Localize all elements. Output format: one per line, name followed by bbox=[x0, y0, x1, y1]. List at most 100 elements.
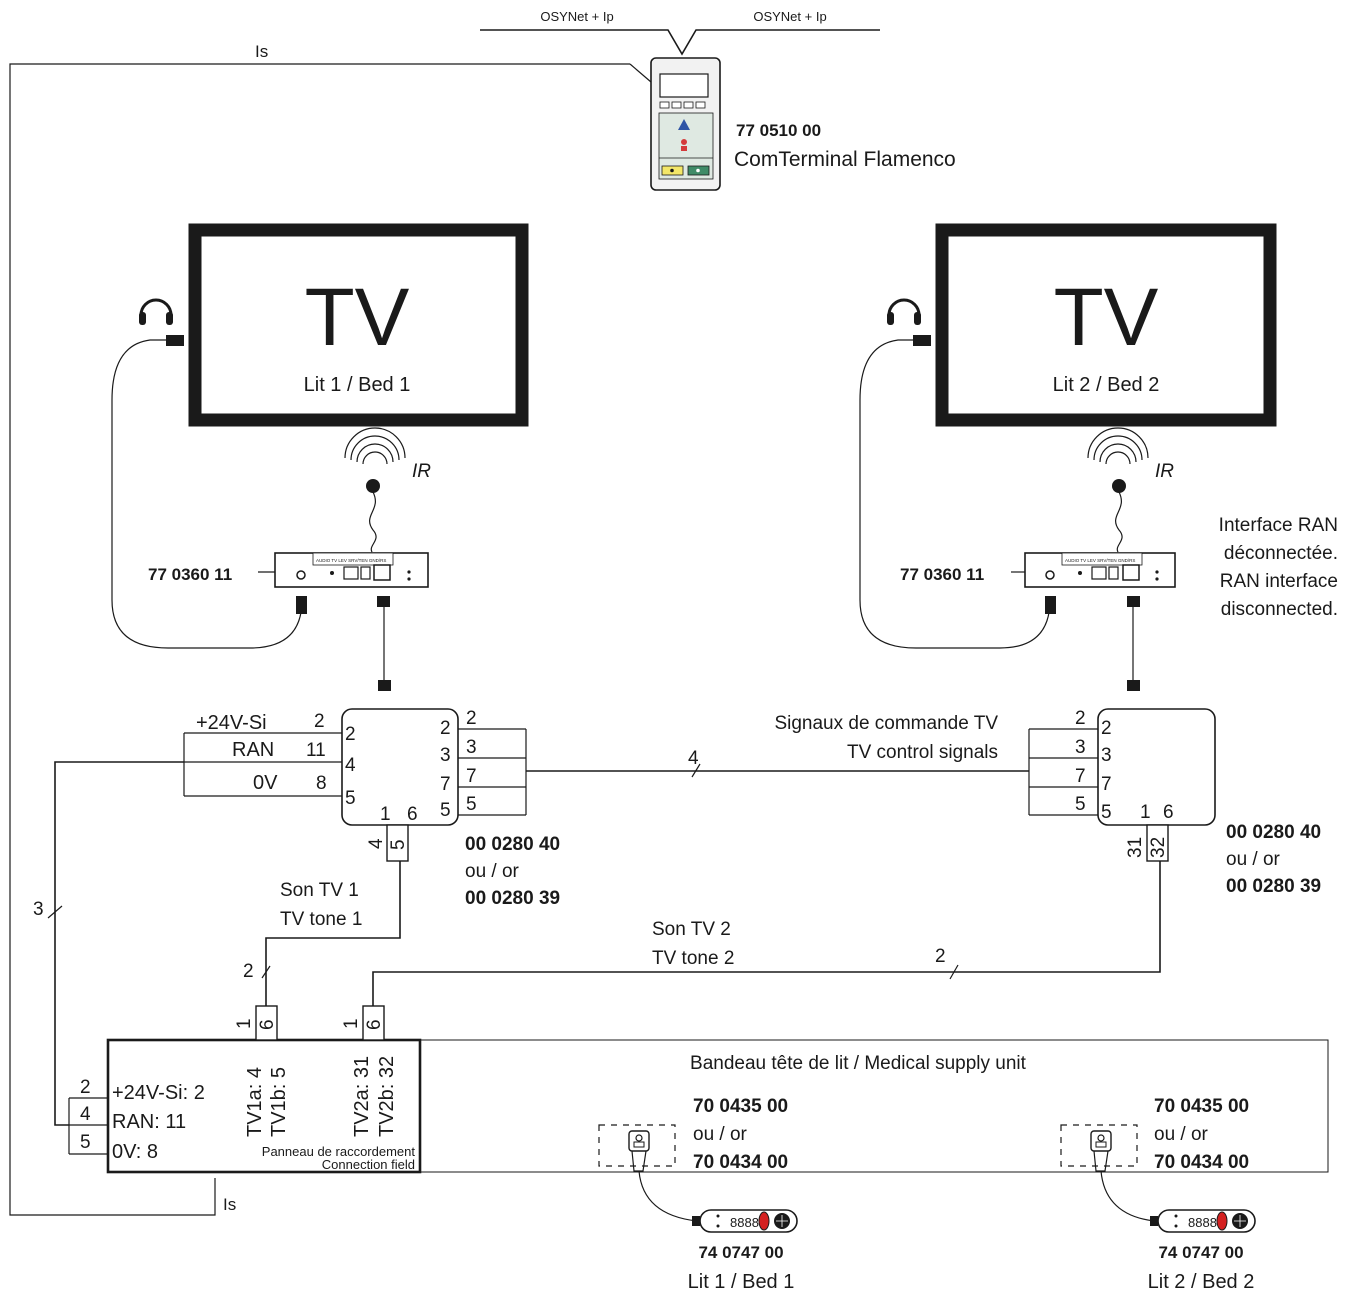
svg-text:ou / or: ou / or bbox=[1154, 1124, 1209, 1145]
svg-text:RAN: 11: RAN: 11 bbox=[112, 1111, 186, 1133]
svg-text:ou / or: ou / or bbox=[465, 861, 520, 882]
tone-1-wiring: 2 Son TV 1 TV tone 1 bbox=[243, 861, 401, 1006]
comterminal-keys bbox=[659, 101, 706, 109]
ir-receiver-2: AUDIO TV LEV SRV/TEN GND/RS 77 0360 11 bbox=[900, 552, 1176, 614]
svg-text:3: 3 bbox=[1101, 745, 1112, 766]
svg-text:00 0280 40: 00 0280 40 bbox=[465, 834, 560, 855]
svg-text:7: 7 bbox=[1101, 774, 1112, 795]
svg-text:5: 5 bbox=[1101, 802, 1112, 823]
svg-text:RAN interface: RAN interface bbox=[1220, 571, 1338, 592]
comterminal: 77 0510 00 ComTerminal Flamenco bbox=[650, 57, 956, 191]
svg-text:1: 1 bbox=[341, 1018, 362, 1029]
svg-text:2: 2 bbox=[314, 711, 325, 732]
junction-box-1: +24V-Si 2 RAN 11 0V 8 2 4 5 2 3 7 5 2 3 … bbox=[183, 708, 560, 909]
svg-text:6: 6 bbox=[364, 1019, 385, 1030]
ir-sensor-1: IR bbox=[344, 427, 431, 553]
svg-text:TV2b: 32: TV2b: 32 bbox=[376, 1056, 398, 1137]
headphones-icon bbox=[139, 298, 173, 325]
ir-1-label: IR bbox=[412, 461, 431, 482]
handset-2-part-number: 74 0747 00 bbox=[1158, 1243, 1243, 1262]
svg-text:3: 3 bbox=[1075, 737, 1086, 758]
supply-bus: 3 bbox=[33, 761, 184, 1126]
warning-icon bbox=[678, 119, 690, 130]
tv-2-subtitle: Lit 2 / Bed 2 bbox=[1053, 374, 1160, 396]
svg-text:2: 2 bbox=[1101, 718, 1112, 739]
svg-text:2: 2 bbox=[466, 708, 477, 729]
svg-text:2: 2 bbox=[935, 946, 946, 967]
connection-field-fr: Panneau de raccordement bbox=[262, 1144, 416, 1159]
svg-text:70 0435 00: 70 0435 00 bbox=[693, 1096, 788, 1117]
svg-text:déconnectée.: déconnectée. bbox=[1224, 543, 1338, 564]
svg-text:2: 2 bbox=[440, 718, 451, 739]
tv-1: TV Lit 1 / Bed 1 bbox=[166, 223, 529, 427]
handset-1-part-number: 74 0747 00 bbox=[698, 1243, 783, 1262]
svg-text:7: 7 bbox=[466, 766, 477, 787]
svg-text:6: 6 bbox=[407, 804, 418, 825]
svg-text:5: 5 bbox=[345, 788, 356, 809]
svg-text:ou / or: ou / or bbox=[693, 1124, 748, 1145]
socket-1: 70 0435 00 ou / or 70 0434 00 bbox=[598, 1096, 788, 1173]
svg-text:2: 2 bbox=[243, 961, 254, 982]
junction-box-2: 2 3 7 5 2 3 7 5 1 6 31 32 00 0280 40 ou … bbox=[1028, 708, 1321, 897]
tv-1-title: TV bbox=[305, 272, 410, 363]
tv-control-signal-bus: 4 Signaux de commande TV TV control sign… bbox=[526, 713, 1029, 778]
medical-unit-title: Bandeau tête de lit / Medical supply uni… bbox=[690, 1053, 1027, 1074]
svg-text:Interface RAN: Interface RAN bbox=[1219, 515, 1338, 536]
svg-text:70 0435 00: 70 0435 00 bbox=[1154, 1096, 1249, 1117]
ir-sensor-2: IR bbox=[1087, 427, 1174, 553]
tone-1-fr: Son TV 1 bbox=[280, 880, 359, 901]
ir-receiver-2-ports: AUDIO TV LEV SRV/TEN GND/RS bbox=[1065, 558, 1135, 563]
network-left-label: OSYNet + Ip bbox=[540, 9, 613, 24]
svg-text:1: 1 bbox=[234, 1018, 255, 1029]
network-right-label: OSYNet + Ip bbox=[753, 9, 826, 24]
svg-text:31: 31 bbox=[1125, 837, 1146, 858]
handset-1-label: Lit 1 / Bed 1 bbox=[688, 1271, 795, 1293]
is-top-label: Is bbox=[255, 42, 268, 61]
svg-text:2: 2 bbox=[80, 1077, 91, 1098]
svg-text:RAN: RAN bbox=[232, 739, 274, 761]
ran-disconnected-note: Interface RAN déconnectée. RAN interface… bbox=[1219, 515, 1338, 620]
svg-text:5: 5 bbox=[80, 1132, 91, 1153]
nurse-icon bbox=[681, 139, 687, 145]
network-bus: OSYNet + Ip OSYNet + Ip bbox=[480, 9, 880, 56]
svg-text:70 0434 00: 70 0434 00 bbox=[693, 1152, 788, 1173]
is-bottom-label: Is bbox=[223, 1195, 236, 1214]
svg-text:00 0280 40: 00 0280 40 bbox=[1226, 822, 1321, 843]
svg-text:8: 8 bbox=[316, 773, 327, 794]
svg-text:4: 4 bbox=[688, 748, 699, 769]
comterminal-display bbox=[659, 73, 709, 98]
svg-text:+24V-Si: 2: +24V-Si: 2 bbox=[112, 1082, 205, 1104]
svg-text:00 0280 39: 00 0280 39 bbox=[1226, 876, 1321, 897]
ir-2-label: IR bbox=[1155, 461, 1174, 482]
svg-text:11: 11 bbox=[306, 740, 326, 761]
svg-text:7: 7 bbox=[1075, 766, 1086, 787]
svg-text:disconnected.: disconnected. bbox=[1221, 599, 1338, 620]
svg-text:4: 4 bbox=[345, 755, 356, 776]
control-signals-fr: Signaux de commande TV bbox=[774, 713, 998, 734]
svg-text:6: 6 bbox=[1163, 802, 1174, 823]
handset-2-label: Lit 2 / Bed 2 bbox=[1148, 1271, 1255, 1293]
svg-text:3: 3 bbox=[440, 745, 451, 766]
ir-receiver-1-part-number: 77 0360 11 bbox=[148, 565, 232, 584]
svg-text:5: 5 bbox=[1075, 794, 1086, 815]
svg-text:+24V-Si: +24V-Si bbox=[196, 712, 267, 734]
svg-text:2: 2 bbox=[345, 724, 356, 745]
tone-1-en: TV tone 1 bbox=[280, 909, 362, 930]
svg-text:1: 1 bbox=[1140, 802, 1151, 823]
is-loop: Is Is bbox=[9, 42, 652, 1216]
handset-2: 8888 74 0747 00 Lit 2 / Bed 2 bbox=[1148, 1209, 1256, 1293]
connection-field: 2 4 5 +24V-Si: 2 RAN: 11 0V: 8 TV1a: 4 T… bbox=[68, 1005, 422, 1174]
control-signals-en: TV control signals bbox=[847, 742, 998, 763]
svg-text:4: 4 bbox=[366, 838, 387, 849]
svg-text:3: 3 bbox=[33, 899, 44, 920]
svg-text:5: 5 bbox=[466, 794, 477, 815]
nurse-call-button bbox=[758, 1211, 770, 1231]
ir-receiver-1-ports: AUDIO TV LEV SRV/TEN GND/RS bbox=[316, 558, 386, 563]
svg-text:0V: 0V bbox=[253, 772, 278, 794]
svg-text:TV1b: 5: TV1b: 5 bbox=[268, 1067, 290, 1137]
svg-text:32: 32 bbox=[1148, 837, 1169, 858]
tone-2-wiring: 2 Son TV 2 TV tone 2 bbox=[372, 861, 1161, 1006]
svg-text:TV1a: 4: TV1a: 4 bbox=[244, 1067, 266, 1137]
handset-1: 8888 74 0747 00 Lit 1 / Bed 1 bbox=[688, 1209, 798, 1293]
svg-text:70 0434 00: 70 0434 00 bbox=[1154, 1152, 1249, 1173]
